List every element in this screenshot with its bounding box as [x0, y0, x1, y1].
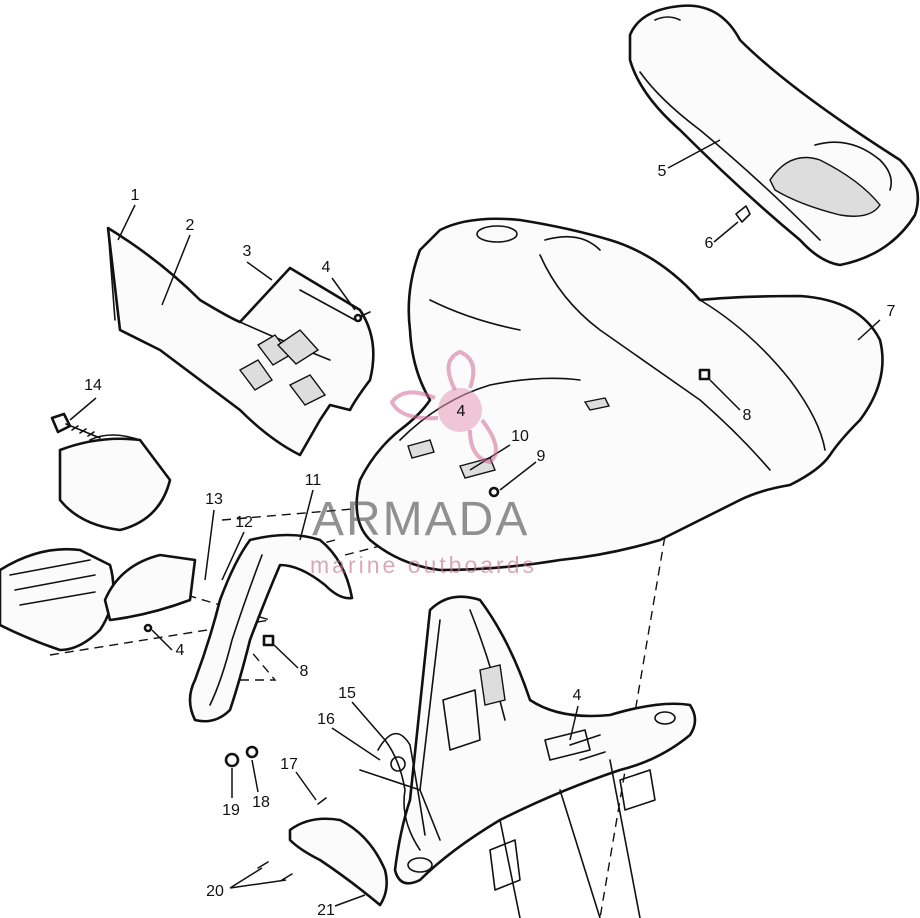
frame-chassis: [359, 595, 697, 918]
callout-19: 19: [222, 802, 240, 819]
leader-lines: [69, 139, 881, 907]
seat: [628, 4, 920, 267]
callout-17: 17: [280, 756, 298, 773]
callout-13: 13: [205, 491, 223, 508]
strap-15-16: [377, 732, 426, 836]
watermark-logo: [389, 349, 498, 465]
callout-4: 4: [573, 687, 582, 704]
callout-8: 8: [300, 663, 309, 680]
callout-4: 4: [176, 642, 185, 659]
callout-16: 16: [317, 711, 335, 728]
callout-9: 9: [537, 448, 546, 465]
callout-8: 8: [743, 407, 752, 424]
bolt-14: [50, 412, 101, 439]
callout-14: 14: [84, 377, 102, 394]
callout-3: 3: [243, 243, 252, 260]
callout-2: 2: [186, 217, 195, 234]
clip-part-6: [735, 205, 751, 223]
fender-flare-11: [188, 533, 354, 723]
callout-6: 6: [705, 235, 714, 252]
callout-11: 11: [305, 472, 322, 489]
watermark-brand: ARMADA: [312, 493, 529, 546]
callout-7: 7: [887, 303, 896, 320]
callout-21: 21: [317, 902, 335, 918]
callout-12: 12: [235, 514, 253, 531]
callout-4: 4: [322, 259, 331, 276]
callout-10: 10: [511, 428, 529, 445]
callout-1: 1: [131, 187, 140, 204]
bracket-13: [103, 553, 197, 622]
callout-20: 20: [206, 883, 224, 900]
callout-4: 4: [457, 403, 466, 420]
callout-15: 15: [338, 685, 356, 702]
callout-5: 5: [658, 163, 667, 180]
callout-18: 18: [252, 794, 270, 811]
side-panel: [106, 226, 375, 457]
watermark-tagline: marine outboards: [310, 552, 537, 578]
left-footrest: [0, 434, 172, 652]
mud-flap-21: [288, 817, 388, 907]
